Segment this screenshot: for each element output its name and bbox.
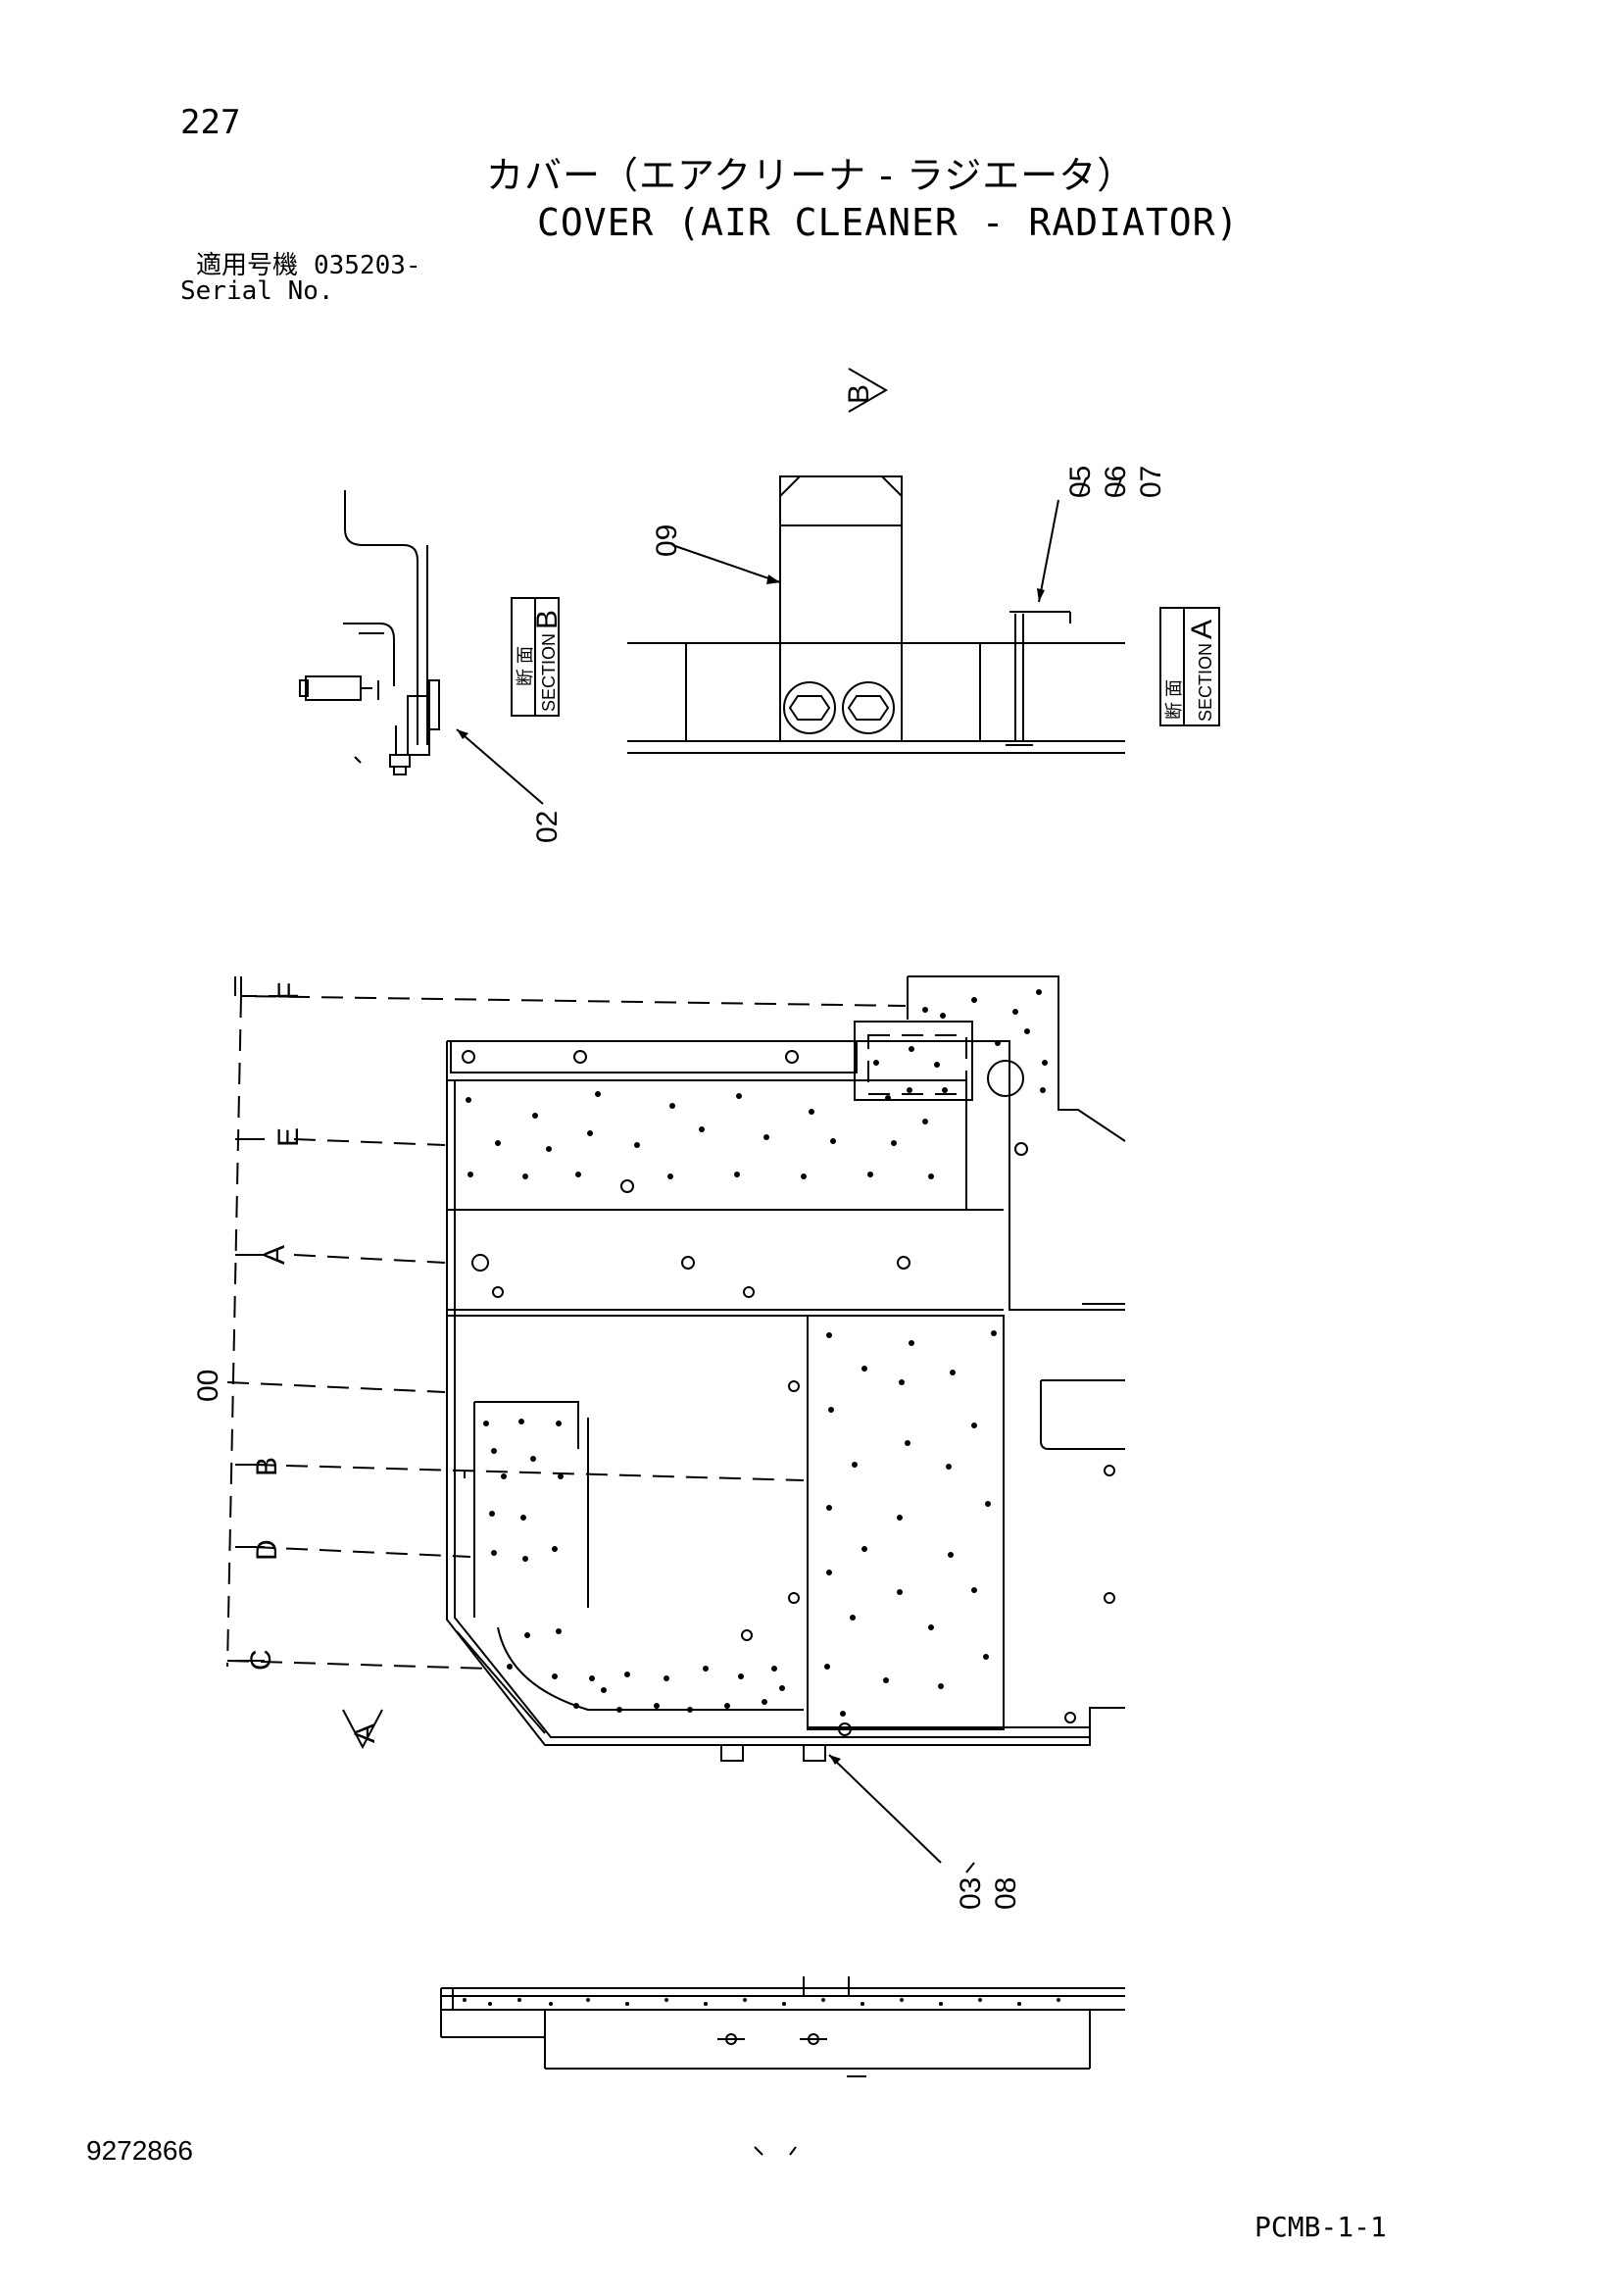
letter-d: D xyxy=(251,1539,283,1561)
section-a-detail: 09 05 06 07 xyxy=(627,466,1167,754)
callout-09: 09 xyxy=(651,524,683,557)
callout-00: 00 xyxy=(192,1370,224,1402)
letter-a: A xyxy=(259,1245,291,1265)
letter-c: C xyxy=(245,1649,277,1671)
callout-03: 03 xyxy=(955,1877,987,1910)
letter-b: B xyxy=(251,1457,283,1476)
serial-label-japanese: 適用号機 xyxy=(196,251,299,280)
section-b-letter: B xyxy=(531,610,564,629)
section-a-label: 断 面 SECTION A xyxy=(1159,607,1220,726)
serial-label-english: Serial No. xyxy=(180,276,334,306)
bottom-side-view xyxy=(440,1976,1125,2156)
section-b-kanji: 断 面 xyxy=(516,646,535,686)
footer-code: PCMB-1-1 xyxy=(1254,2211,1387,2243)
callout-08: 08 xyxy=(990,1877,1022,1910)
view-b-marker: B xyxy=(843,368,888,413)
zone-letters: F E A B D C 00 xyxy=(192,982,305,1671)
title-english: COVER (AIR CLEANER - RADIATOR) xyxy=(537,201,1240,244)
view-a-letter: A xyxy=(349,1723,381,1743)
callout-03-08: 03 08 xyxy=(828,1754,1022,1910)
letter-f: F xyxy=(272,982,305,1000)
section-b-detail: 02 xyxy=(299,490,564,843)
main-plan-view xyxy=(446,975,1126,1762)
section-b-word: SECTION xyxy=(539,633,559,712)
page-number: 227 xyxy=(180,103,241,142)
document-number: 9272866 xyxy=(86,2135,194,2166)
section-a-kanji: 断 面 xyxy=(1164,679,1184,720)
letter-e: E xyxy=(272,1127,305,1147)
view-a-marker: A xyxy=(342,1709,383,1750)
section-a-letter: A xyxy=(1186,620,1218,639)
view-b-letter: B xyxy=(843,384,875,404)
serial-number-value: 035203- xyxy=(314,251,421,280)
callout-02: 02 xyxy=(531,811,564,843)
section-b-label: 断 面 SECTION B xyxy=(511,597,564,717)
section-a-word: SECTION xyxy=(1196,643,1215,722)
title-japanese: カバー（エアクリーナ - ラジエータ） xyxy=(486,154,1136,197)
leader-lines xyxy=(226,976,907,1670)
perforation-dots xyxy=(466,989,1048,1717)
callout-07: 07 xyxy=(1135,466,1167,498)
